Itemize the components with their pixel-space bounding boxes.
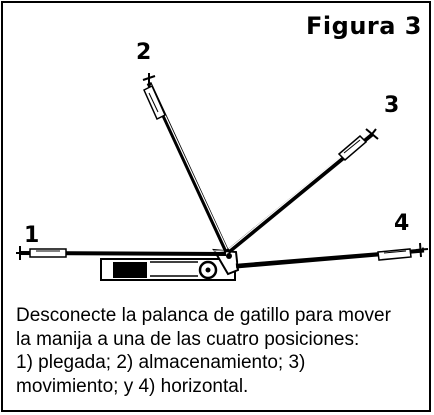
caption-line-2: la manija a una de las cuatro posiciones… — [16, 328, 360, 350]
position-label-1: 1 — [24, 223, 40, 248]
handle-position-1-folded — [16, 246, 227, 260]
position-label-2: 2 — [136, 40, 152, 65]
handle-position-3-moving — [226, 128, 379, 254]
floor-jack-body — [100, 248, 240, 281]
position-label-4: 4 — [394, 211, 410, 236]
handle-position-4-horizontal — [235, 242, 429, 269]
figure-title: Figura 3 — [306, 12, 422, 40]
caption-line-1: Desconecte la palanca de gatillo para mo… — [16, 305, 391, 326]
position-label-3: 3 — [384, 93, 400, 118]
caption-line-4: movimiento; y 4) horizontal. — [16, 375, 249, 397]
handle-position-2-storage — [142, 73, 230, 254]
figure-caption: Desconecte la palanca de gatillo para mo… — [16, 304, 426, 398]
caption-line-3: 1) plegada; 2) almacenamiento; 3) — [16, 352, 306, 373]
